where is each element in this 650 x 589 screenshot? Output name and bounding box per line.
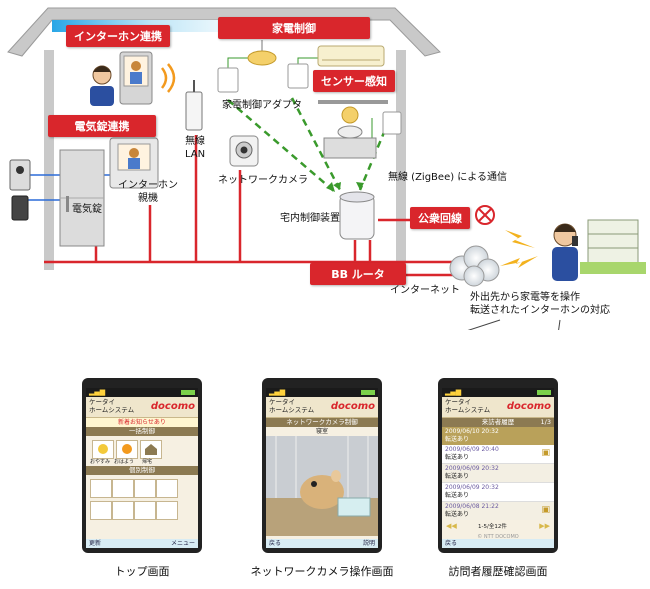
sensor-icon (341, 106, 359, 124)
morning-button[interactable] (116, 440, 138, 459)
device-tile[interactable] (134, 479, 156, 498)
sensor-bar-icon (318, 100, 388, 104)
label-remote-note: 外出先から家電等を操作 転送されたインターホンの対応 (470, 292, 610, 316)
air-conditioner-icon (317, 45, 385, 67)
label-interphone-unit: インターホン 親機 (118, 180, 178, 204)
device-tile[interactable] (156, 501, 178, 520)
caption-top-screen: トップ画面 (114, 565, 170, 578)
camera-feed-image (266, 436, 378, 536)
softkey-left[interactable]: 戻る (445, 540, 458, 547)
docomo-logo: docomo (330, 401, 375, 412)
lock-icon: ▣ (541, 505, 550, 515)
softkey-right[interactable]: 説明 (362, 540, 375, 547)
entry-date: 2009/06/08 21:22 (445, 503, 499, 510)
softkey-left[interactable]: 戻る (269, 540, 282, 547)
lightning-icon (505, 230, 535, 248)
page-indicator: 1/3 (540, 418, 551, 426)
device-tile[interactable] (112, 479, 134, 498)
wireless-lan-icon (185, 91, 203, 131)
hamster-icon (300, 475, 344, 509)
entry-date: 2009/06/10 20:32 (445, 428, 499, 435)
house-wall-left (44, 50, 54, 270)
label-zigbee: 無線 (ZigBee) による通信 (388, 172, 508, 183)
label-interphone-link: インターホン連携 (66, 25, 170, 47)
prev-page-icon[interactable]: ◀◀ (446, 522, 457, 530)
quick-label: おはよう (114, 459, 135, 465)
history-header: 来訪者履歴 1/3 (442, 418, 554, 427)
entry-status: 転送あり (445, 436, 470, 443)
quick-label: おやすみ (90, 459, 111, 465)
home-button[interactable] (140, 440, 162, 459)
label-wireless-lan: 無線 LAN (185, 136, 206, 160)
label-lock-link: 電気錠連携 (48, 115, 156, 137)
app-title: ケータイ ホームシステム (89, 398, 135, 414)
label-public-line: 公衆回線 (410, 207, 470, 229)
entry-date: 2009/06/09 20:32 (445, 465, 499, 472)
internet-cloud-icon (449, 245, 500, 287)
caption-history-screen: 訪問者履歴確認画面 (448, 565, 548, 578)
screen-title: 来訪者履歴 (481, 418, 515, 426)
entry-status: 転送あり (445, 454, 470, 461)
quick-label: 帰宅 (142, 459, 153, 465)
device-tile[interactable] (112, 501, 134, 520)
lightning-icon (500, 256, 538, 268)
entry-status: 転送あり (445, 492, 470, 499)
label-network-camera: ネットワークカメラ (218, 175, 308, 186)
app-title: ケータイ ホームシステム (269, 398, 315, 414)
door-lock-reader-icon (11, 195, 29, 221)
device-tile[interactable] (90, 479, 112, 498)
label-bb-router: BB ルータ (310, 263, 406, 285)
lock-icon: ▣ (541, 448, 550, 458)
notice-text[interactable]: 新着お知らせあり (86, 418, 198, 427)
softkey-right[interactable]: メニュー (170, 540, 195, 547)
entry-status: 転送あり (445, 473, 470, 480)
label-adapter: 家電制御アダプタ (222, 100, 302, 111)
goodnight-button[interactable] (92, 440, 114, 459)
label-appliance-control: 家電制御 (218, 17, 370, 39)
adapter-icon (287, 63, 309, 89)
house-diagram (7, 7, 646, 330)
door-intercom-icon (9, 159, 31, 191)
entry-date: 2009/06/09 20:40 (445, 446, 499, 453)
copyright: © NTT DOCOMO (477, 534, 519, 540)
label-home-controller: 宅内制御装置 (280, 213, 340, 224)
entry-date: 2009/06/09 20:32 (445, 484, 499, 491)
ceiling-lamp-icon (247, 50, 277, 66)
entry-status: 転送あり (445, 511, 470, 518)
room-label: 寝室 (315, 428, 328, 435)
label-sensor: センサー感知 (313, 70, 395, 92)
docomo-logo: docomo (150, 401, 195, 412)
section-individual-control: 個別制御 (86, 466, 198, 475)
house-wall-right (396, 50, 406, 270)
wifi-signal-icon (160, 63, 176, 93)
adapter-icon (217, 67, 239, 93)
softkey-left[interactable]: 更新 (89, 540, 102, 547)
label-internet: インターネット (390, 285, 460, 296)
stove-icon (323, 137, 377, 159)
label-electric-lock: 電気錠 (72, 204, 102, 215)
count-label: 1-5/全12件 (478, 524, 507, 530)
adapter-icon (382, 111, 402, 135)
caption-camera-screen: ネットワークカメラ操作画面 (250, 565, 394, 578)
docomo-logo: docomo (506, 401, 551, 412)
app-title: ケータイ ホームシステム (445, 398, 491, 414)
device-tile[interactable] (90, 501, 112, 520)
device-tile[interactable] (134, 501, 156, 520)
section-bulk-control: 一括制御 (86, 427, 198, 436)
building-icon (587, 219, 639, 267)
device-tile[interactable] (156, 479, 178, 498)
screen-title: ネットワークカメラ制御 (266, 418, 378, 427)
next-page-icon[interactable]: ▶▶ (539, 522, 550, 530)
